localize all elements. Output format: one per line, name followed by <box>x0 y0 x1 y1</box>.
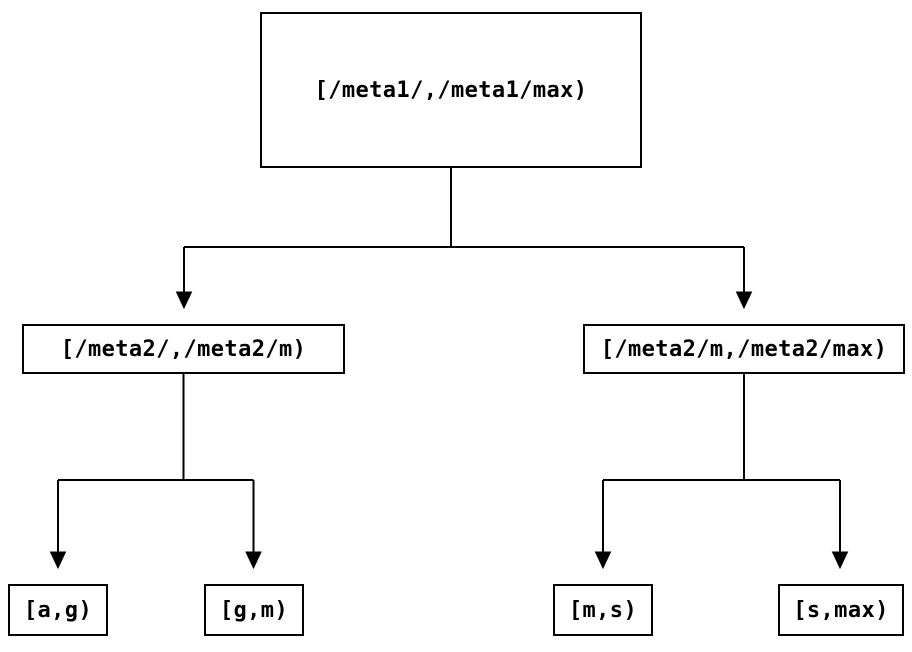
arrowhead-icon <box>735 291 753 310</box>
connector-root-to-children <box>183 168 745 293</box>
connector-right-to-leaves <box>602 374 841 553</box>
arrowhead-icon <box>49 551 67 570</box>
arrowhead-icon <box>245 551 262 570</box>
node-leaf-g-m: [g,m) <box>204 584 304 636</box>
node-meta2-right-interval: [/meta2/m,/meta2/max) <box>583 324 905 374</box>
node-root-interval: [/meta1/,/meta1/max) <box>260 12 642 168</box>
connector-left-to-leaves <box>57 374 255 553</box>
node-leaf-a-g: [a,g) <box>8 584 108 636</box>
node-meta2-left-interval: [/meta2/,/meta2/m) <box>22 324 345 374</box>
node-leaf-s-max: [s,max) <box>778 584 904 636</box>
node-leaf-m-s: [m,s) <box>553 584 653 636</box>
arrowhead-icon <box>831 551 849 570</box>
arrowhead-icon <box>175 291 193 310</box>
arrowhead-icon <box>594 551 612 570</box>
